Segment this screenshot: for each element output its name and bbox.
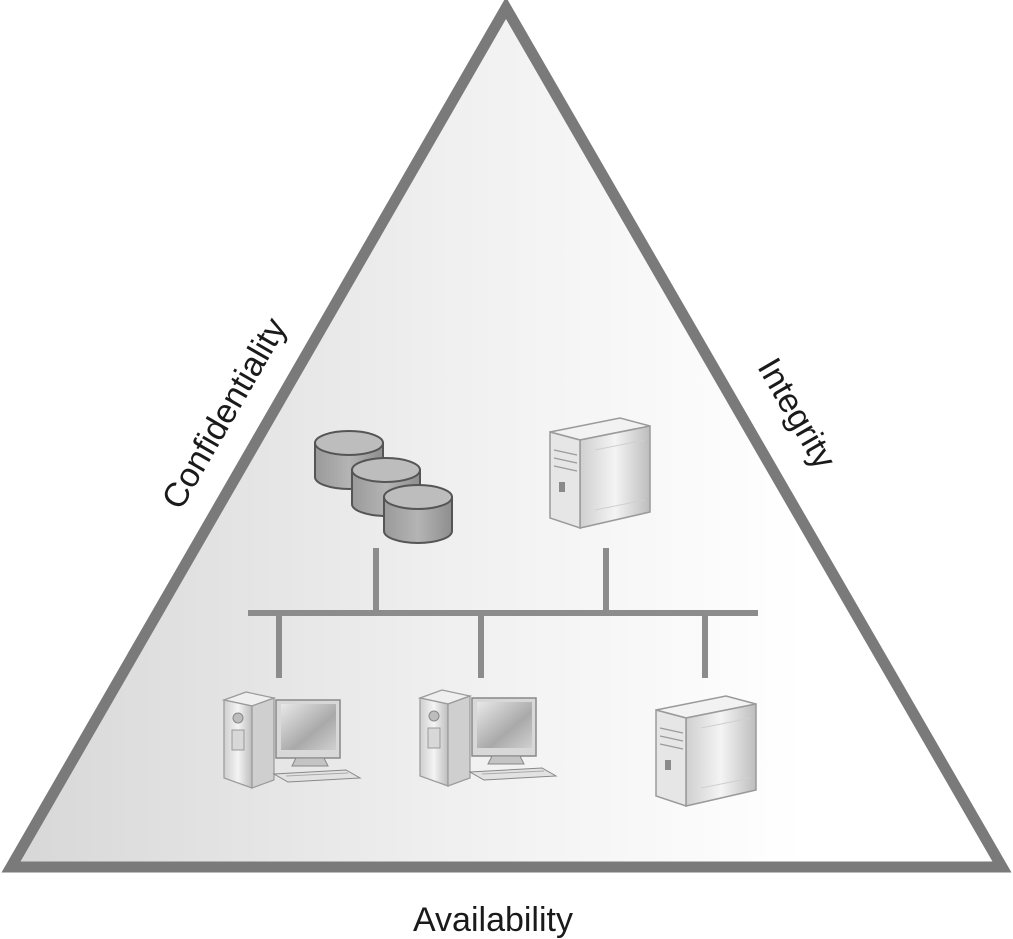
availability-label: Availability [413,901,573,939]
server-tower-icon [655,695,757,807]
triad-triangle [1,0,1012,873]
network-bus [248,548,758,678]
desktop-computer-icon [223,691,361,789]
desktop-computer-icon [419,689,557,787]
server-tower-icon [549,417,651,529]
